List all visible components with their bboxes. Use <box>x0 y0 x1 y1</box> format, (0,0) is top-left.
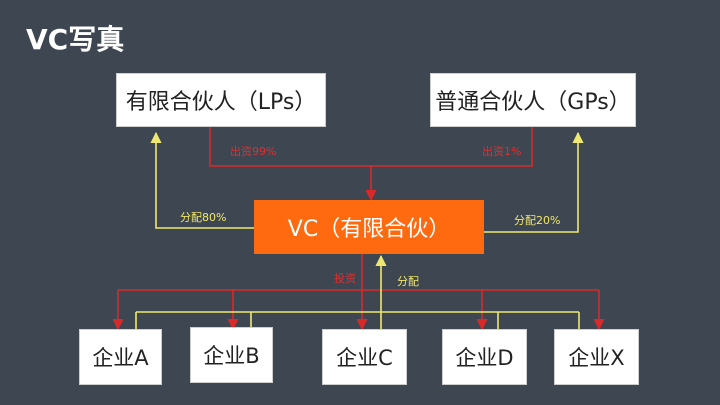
general-partners-box: 普通合伙人（GPs） <box>430 73 636 127</box>
invest-to-companies-lines <box>112 254 605 331</box>
gp-share-label: 分配20% <box>514 214 561 227</box>
company-b-box: 企业B <box>190 327 273 383</box>
company-a-box: 企业A <box>79 329 162 385</box>
distribute-label: 分配 <box>397 275 419 288</box>
limited-partners-box: 有限合伙人（LPs） <box>116 73 326 127</box>
vc-box: VC（有限合伙） <box>254 200 484 254</box>
vc-label: VC（有限合伙） <box>287 217 451 242</box>
company-b-label: 企业B <box>203 344 260 368</box>
company-a-label: 企业A <box>92 346 149 370</box>
distribution-to-partners-lines <box>150 131 584 233</box>
general-partners-label: 普通合伙人（GPs） <box>435 90 631 115</box>
limited-partners-label: 有限合伙人（LPs） <box>125 90 317 115</box>
company-d-label: 企业D <box>455 346 514 370</box>
company-x-box: 企业X <box>554 329 639 385</box>
lp-share-label: 分配80% <box>180 211 227 224</box>
company-x-label: 企业X <box>568 346 625 370</box>
invest-from-partners-lines <box>209 126 533 202</box>
page-title: VC写真 <box>26 23 125 56</box>
company-c-box: 企业C <box>322 329 407 385</box>
lp-invest-label: 出资99% <box>230 145 277 158</box>
invest-label: 投资 <box>334 272 356 285</box>
returns-from-companies-lines <box>135 254 580 329</box>
company-c-label: 企业C <box>336 346 393 370</box>
company-d-box: 企业D <box>442 329 527 385</box>
gp-invest-label: 出资1% <box>482 145 522 158</box>
